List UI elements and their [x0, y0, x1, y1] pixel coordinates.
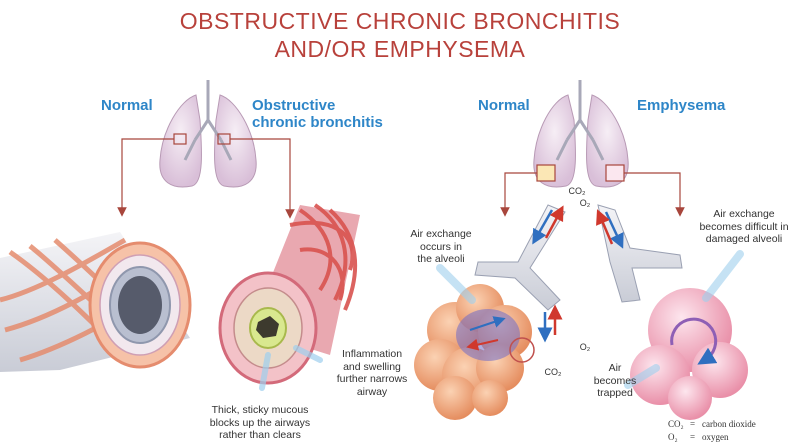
exchange-normal-note: Air exchange occurs in the alveoli	[410, 228, 472, 265]
legend-o2-text: oxygen	[702, 432, 729, 442]
o2-top-label: O₂	[579, 198, 591, 208]
emphysema-bronchiole	[596, 204, 683, 303]
legend-equals: =	[690, 419, 696, 429]
legend-o2-symbol: O₂	[668, 432, 678, 442]
normal-alveoli-cluster	[414, 284, 535, 420]
left-connector-arrows	[117, 138, 295, 219]
left-normal-label: Normal	[101, 97, 153, 114]
legend-co2-symbol: CO₂	[668, 419, 684, 429]
trapped-note: Air becomes trapped	[593, 362, 637, 399]
obstructive-label-line1: Obstructive	[252, 97, 336, 114]
diagram-title-line2: AND/OR EMPHYSEMA	[274, 36, 526, 62]
co2-top-label: CO₂	[568, 186, 586, 196]
diagram-title-line1: OBSTRUCTIVE CHRONIC BRONCHITIS	[179, 8, 621, 34]
normal-bronchiole	[474, 204, 566, 343]
left-note-pointers	[259, 345, 323, 391]
co2-bottom-label: CO₂	[544, 367, 562, 377]
mucous-note: Thick, sticky mucous blocks up the airwa…	[209, 404, 311, 441]
normal-airway-cross-section	[0, 232, 192, 372]
o2-bottom-label: O₂	[579, 342, 591, 352]
emphysema-alveolus	[630, 288, 748, 420]
legend-co2-text: carbon dioxide	[702, 419, 756, 429]
right-note-pointers	[436, 250, 744, 389]
emphysema-label: Emphysema	[637, 97, 726, 114]
right-normal-label: Normal	[478, 97, 530, 114]
obstructive-label-line2: chronic bronchitis	[252, 114, 383, 131]
obstructed-airway-cross-section	[218, 203, 360, 385]
right-connector-arrows	[500, 172, 685, 217]
left-lungs-icon	[159, 80, 257, 188]
legend: CO₂ = carbon dioxide O₂ = oxygen	[668, 418, 788, 444]
inflammation-note: Inflammation and swelling further narrow…	[336, 348, 408, 398]
exchange-damaged-note: Air exchange becomes difficult in damage…	[699, 208, 789, 245]
legend-equals: =	[690, 432, 696, 442]
right-lungs-icon	[533, 80, 629, 188]
